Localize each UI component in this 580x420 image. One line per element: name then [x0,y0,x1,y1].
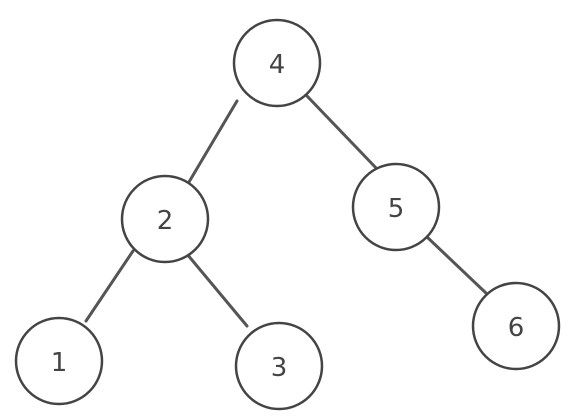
tree-node-5: 5 [351,162,441,252]
edge-5-6 [425,235,489,296]
tree-edges [84,94,489,328]
edge-2-1 [84,249,135,323]
node-label: 6 [508,313,525,343]
node-circle [14,316,104,406]
node-label: 5 [388,194,405,224]
node-label: 3 [271,353,288,383]
node-circle [471,281,561,371]
node-label: 2 [157,206,174,236]
node-label: 4 [269,50,286,80]
tree-node-4: 4 [232,18,322,108]
node-circle [232,18,322,108]
tree-nodes: 4 2 5 1 3 6 [14,18,561,411]
edge-4-5 [305,94,380,172]
tree-node-2: 2 [120,174,210,264]
tree-node-6: 6 [471,281,561,371]
tree-node-1: 1 [14,316,104,406]
node-circle [351,162,441,252]
node-label: 1 [51,348,68,378]
node-circle [234,321,324,411]
tree-node-3: 3 [234,321,324,411]
edge-4-2 [187,99,239,184]
node-circle [120,174,210,264]
edge-2-3 [185,252,249,328]
